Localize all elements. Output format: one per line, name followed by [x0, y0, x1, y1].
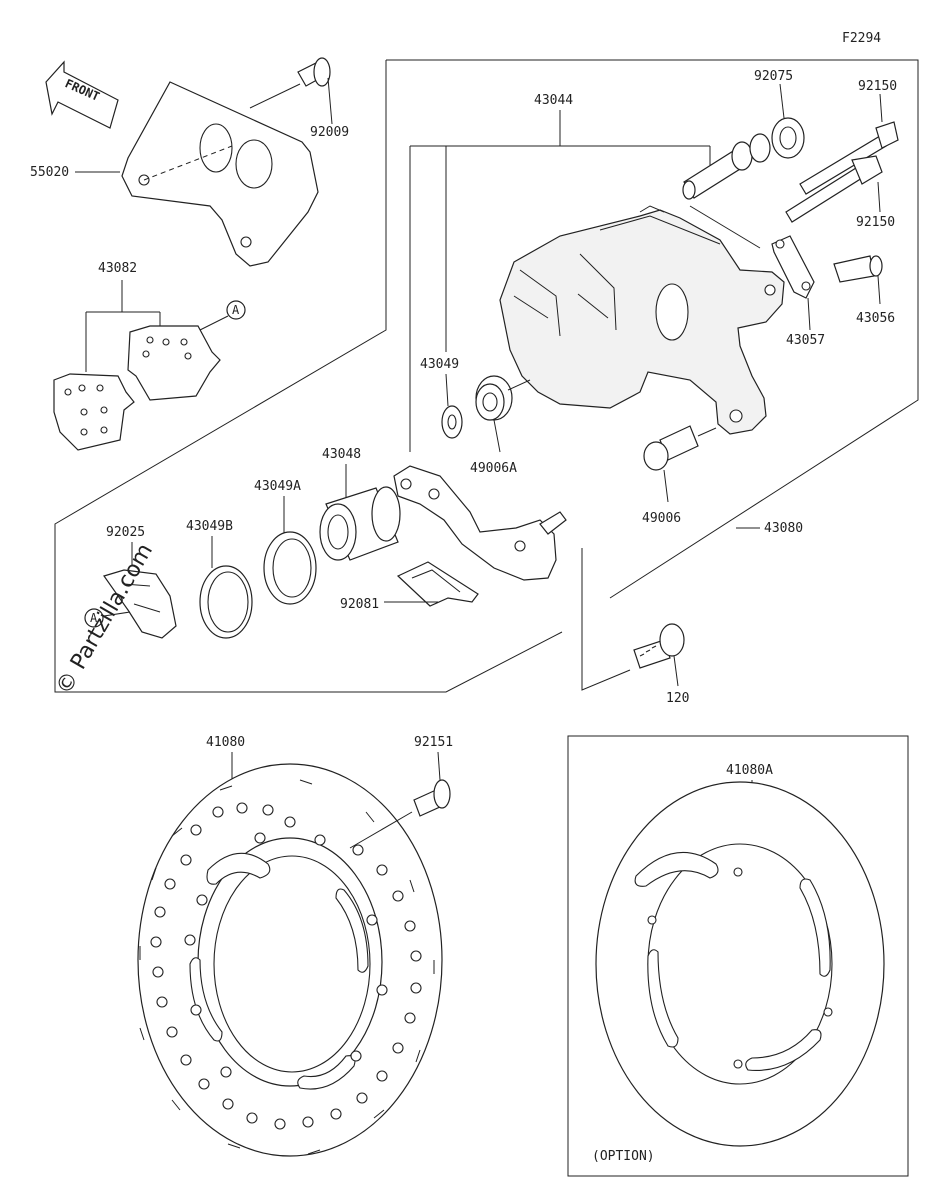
label-43080: 43080 — [764, 521, 803, 536]
pin-92150-upper — [799, 121, 899, 195]
label-92075: 92075 — [754, 69, 793, 84]
caliper-body — [499, 205, 785, 435]
caliper-holder — [393, 465, 567, 581]
brake-pad-rear — [127, 325, 221, 401]
label-49006a: 49006A — [470, 461, 517, 476]
label-43049a: 43049A — [254, 479, 301, 494]
seal-43049a — [263, 531, 317, 605]
callout-a-bottom: A — [84, 608, 104, 628]
bolt-49006 — [643, 425, 699, 471]
assembly-outline — [54, 59, 919, 693]
label-92150-lower: 92150 — [856, 215, 895, 230]
svg-text:A: A — [232, 303, 240, 317]
brake-disc-41080 — [137, 763, 443, 1157]
option-box — [567, 735, 909, 1177]
clip-92025 — [103, 569, 177, 639]
label-92151: 92151 — [414, 735, 453, 750]
piston-43048 — [319, 486, 401, 561]
label-43049: 43049 — [420, 357, 459, 372]
callout-a-top: A — [226, 300, 246, 320]
boot-92075 — [771, 117, 805, 159]
label-41080a: 41080A — [726, 763, 773, 778]
seal-43049 — [441, 405, 463, 439]
slide-pin-92075 — [682, 133, 771, 200]
bolt-92151 — [413, 779, 451, 817]
label-41080: 41080 — [206, 735, 245, 750]
label-92009: 92009 — [310, 125, 349, 140]
bleeder-valve-43056 — [833, 255, 883, 283]
label-43056: 43056 — [856, 311, 895, 326]
label-92025: 92025 — [106, 525, 145, 540]
bushing-49006a — [475, 375, 513, 421]
option-label: (OPTION) — [592, 1149, 655, 1164]
disc-vent-holes — [150, 802, 422, 1130]
label-43082: 43082 — [98, 261, 137, 276]
label-43057: 43057 — [786, 333, 825, 348]
link-43057 — [771, 235, 815, 299]
label-55020: 55020 — [30, 165, 69, 180]
front-arrow-icon: FRONT — [45, 60, 119, 129]
label-120: 120 — [666, 691, 689, 706]
seal-43049b — [199, 565, 253, 639]
svg-text:A: A — [90, 611, 98, 625]
label-92081: 92081 — [340, 597, 379, 612]
pin-92150-lower — [785, 155, 883, 223]
bracket-part — [121, 81, 319, 267]
label-49006: 49006 — [642, 511, 681, 526]
brake-pad-front — [53, 373, 135, 451]
label-43049b: 43049B — [186, 519, 233, 534]
bolt-120 — [633, 623, 685, 669]
spring-plate-92081 — [396, 561, 479, 607]
brake-disc-41080a — [595, 781, 885, 1147]
bolt-92009 — [297, 57, 331, 87]
label-43044: 43044 — [534, 93, 573, 108]
label-43048: 43048 — [322, 447, 361, 462]
label-92150-upper: 92150 — [858, 79, 897, 94]
diagram-code: F2294 — [842, 31, 881, 46]
